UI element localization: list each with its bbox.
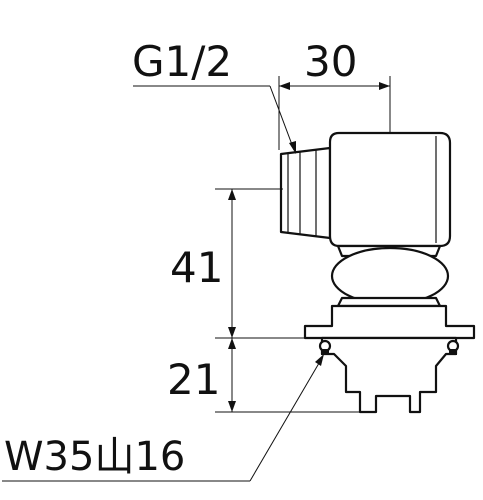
thread-spec-label: G1/2: [132, 37, 232, 86]
height-41-label: 41: [170, 243, 223, 292]
elbow-housing: [328, 131, 452, 248]
width-30-label: 30: [304, 37, 357, 86]
nut-leader: [2, 354, 324, 482]
elbow-body: [279, 131, 452, 248]
dimension-41: [215, 188, 305, 339]
lower-fitting: [303, 304, 476, 414]
dimension-21: [215, 338, 360, 413]
thread-leader: [133, 85, 296, 154]
dimension-30: [278, 76, 391, 150]
outlet-body: [320, 336, 458, 414]
height-21-label: 21: [167, 355, 220, 404]
flange: [303, 304, 476, 340]
ball-joint: [330, 244, 450, 308]
ball: [330, 246, 450, 306]
nut-spec-label: W35山16: [4, 434, 185, 480]
